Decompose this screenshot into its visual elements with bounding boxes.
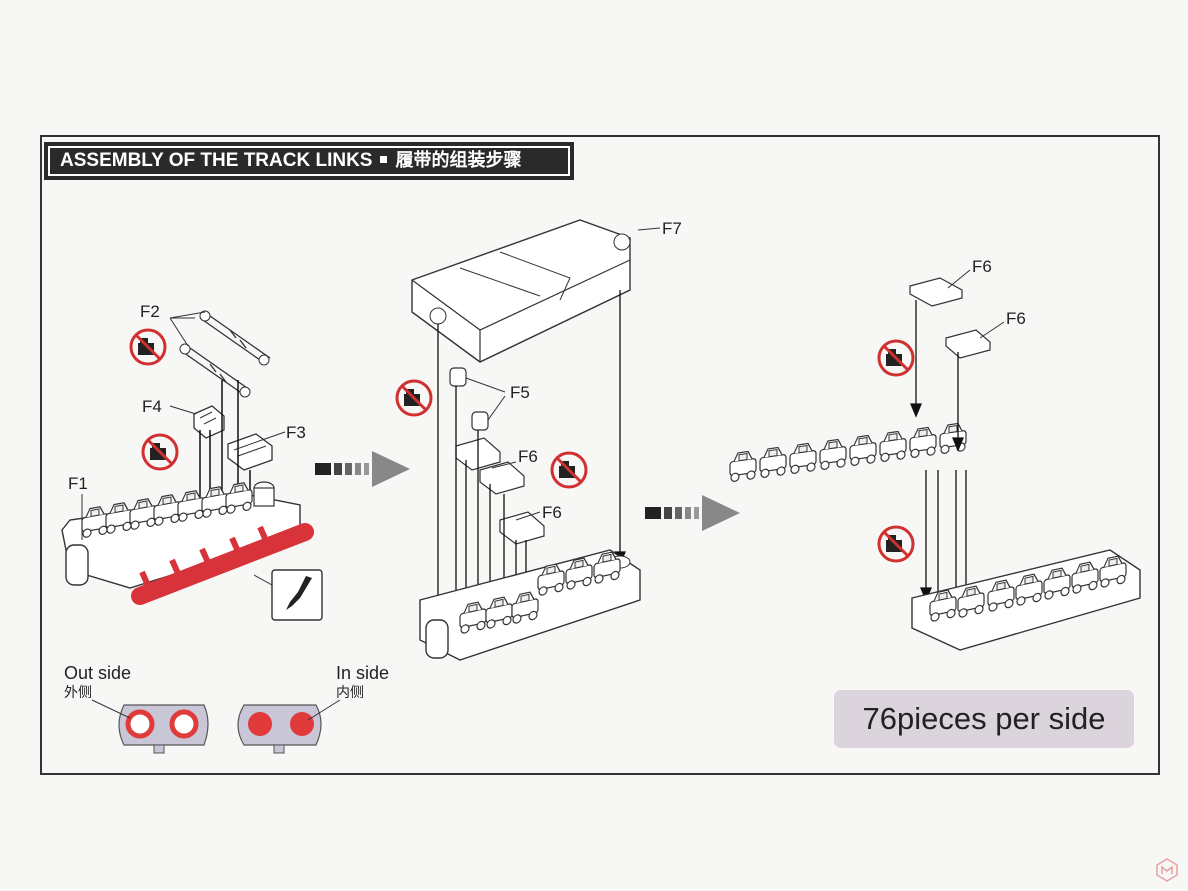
f7-part [411, 219, 661, 363]
upper-track-run [729, 421, 967, 483]
label-f6-b: F6 [542, 503, 562, 522]
f3-part [227, 431, 286, 471]
f4-part [169, 405, 225, 439]
no-glue-icon [550, 451, 588, 489]
f1-jig [61, 480, 301, 589]
section-header: ASSEMBLY OF THE TRACK LINKS 履带的组装步骤 [44, 142, 574, 180]
label-f1: F1 [68, 474, 88, 493]
right-jig [911, 549, 1141, 651]
label-f6-c: F6 [972, 257, 992, 276]
label-f7: F7 [662, 219, 682, 238]
inside-label-en: In side [336, 663, 390, 683]
no-glue-icon [877, 339, 915, 377]
label-f2: F2 [140, 302, 160, 321]
no-glue-icon [877, 525, 915, 563]
arrow-right-icon [315, 451, 410, 487]
no-glue-icon [395, 379, 433, 417]
f2-pins [169, 310, 271, 398]
header-title: ASSEMBLY OF THE TRACK LINKS [60, 150, 373, 171]
inside-label: In side 内侧 [336, 664, 389, 702]
diagram-frame [40, 135, 1160, 775]
middle-jig [419, 549, 641, 661]
no-glue-icon [129, 328, 167, 366]
inside-link [237, 699, 341, 754]
hobby-knife-icon [253, 569, 323, 621]
label-f6-a: F6 [518, 447, 538, 466]
label-f5: F5 [510, 383, 530, 402]
outside-label-zh: 外侧 [64, 685, 92, 701]
no-glue-icon [141, 433, 179, 471]
quantity-badge: 76pieces per side [834, 690, 1134, 748]
f5-parts [449, 367, 506, 431]
label-f4: F4 [142, 397, 162, 416]
label-f3: F3 [286, 423, 306, 442]
inside-label-zh: 内侧 [336, 685, 364, 701]
f6-parts-right [909, 269, 1005, 359]
outside-label: Out side 外侧 [64, 664, 131, 702]
red-sprue [131, 523, 314, 605]
label-f6-d: F6 [1006, 309, 1026, 328]
header-separator [380, 155, 388, 163]
brand-logo-icon [1156, 858, 1178, 882]
outside-label-en: Out side [64, 663, 132, 683]
outside-link [91, 699, 209, 754]
arrow-right-icon [645, 495, 740, 531]
header-title-zh: 履带的组装步骤 [395, 150, 522, 171]
f6-parts-middle [455, 437, 545, 545]
